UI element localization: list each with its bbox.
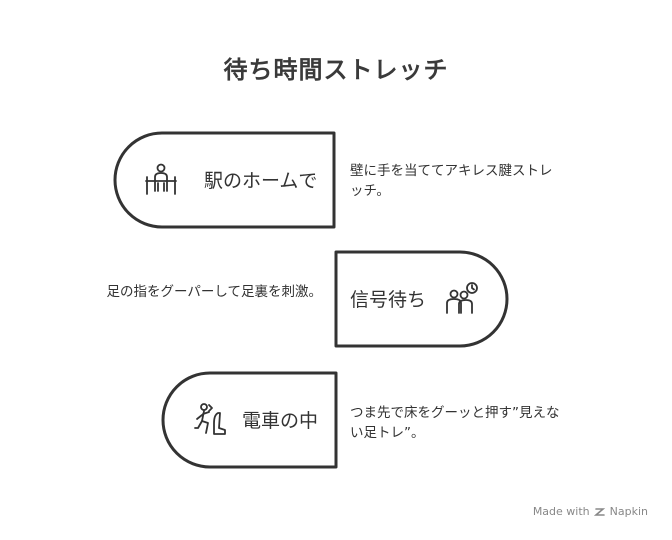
person-at-railing-icon [145, 163, 177, 195]
seated-person-stretch-icon [194, 403, 226, 435]
item-label: 駅のホームで [204, 170, 318, 192]
pill-outline [334, 250, 509, 348]
napkin-logo-icon [593, 507, 605, 516]
page-title: 待ち時間ストレッチ [223, 56, 449, 84]
item-train: 電車の中 [160, 371, 384, 469]
item-traffic-signal: 信号待ち [334, 250, 558, 348]
item-description: 足の指をグーパーして足裏を刺激。 [106, 284, 322, 300]
item-description: つま先で床をグーッと押す”見えない足トレ”。 [350, 405, 560, 441]
item-description: 壁に手を当ててアキレス腱ストレッチ。 [350, 163, 553, 199]
item-label: 信号待ち [350, 289, 427, 311]
footer: Made with Napkin [533, 505, 648, 518]
item-label: 電車の中 [242, 410, 319, 432]
pill-outline [113, 131, 336, 229]
item-station-platform: 駅のホームで [112, 131, 336, 229]
footer-made-with: Made with [532, 505, 590, 518]
pill-outline [161, 371, 338, 469]
footer-brand: Napkin [609, 505, 648, 518]
people-with-clock-icon [446, 282, 478, 314]
